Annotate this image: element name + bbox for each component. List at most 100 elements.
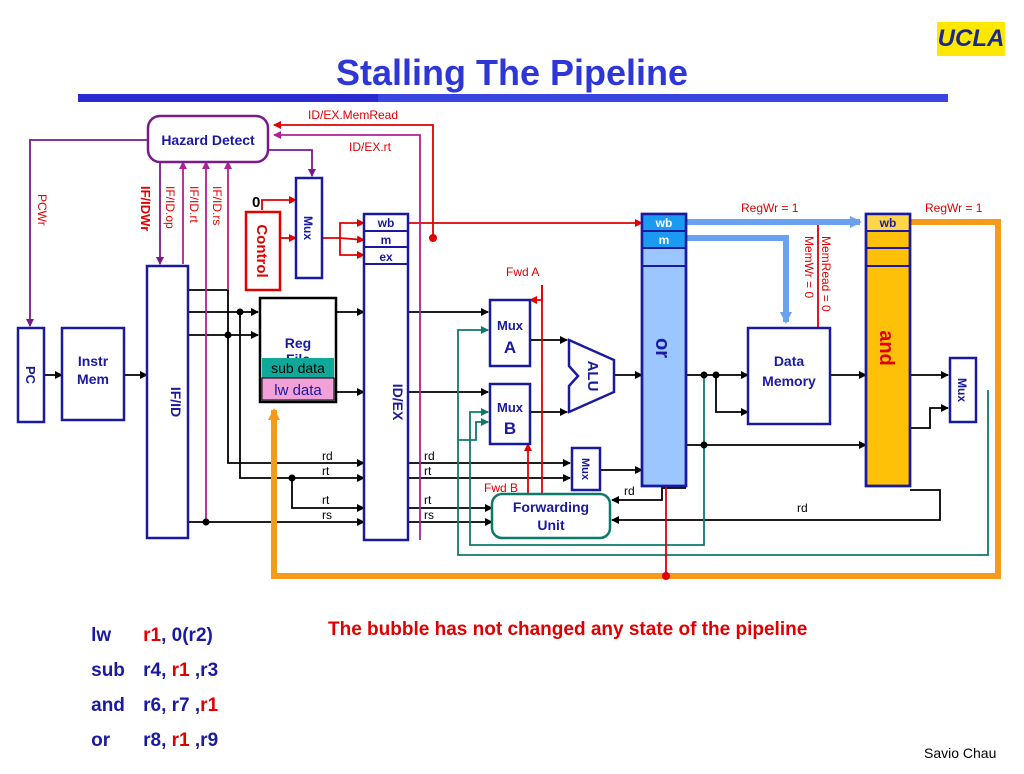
mux-a: Mux A [488, 298, 532, 368]
title-rule [78, 94, 948, 102]
constant-zero: 0 [252, 194, 260, 211]
mux-b: Mux B [488, 382, 532, 446]
control-junctions [429, 234, 670, 580]
instruction-arg: r8, [143, 730, 172, 751]
instruction-row-3: and r6, r7 ,r1 [70, 673, 218, 739]
lw-data-highlight [261, 377, 335, 401]
pcwr-label: PCWr [35, 194, 49, 226]
fwd-a-label: Fwd A [506, 265, 539, 279]
mem-wb-register: wb and [864, 212, 912, 488]
hazard-paths [26, 131, 421, 540]
forward-paths [457, 326, 989, 556]
register-file: Reg File sub data lw data [258, 296, 338, 404]
instr-mem-label-1: Instr [78, 353, 109, 369]
datapath-wires [44, 289, 949, 526]
bubble-note: The bubble has not changed any state of … [328, 619, 808, 640]
forwarding-unit-label-2: Unit [537, 517, 565, 533]
sub-data-highlight [262, 358, 334, 378]
writeback-mux-label: Mux [955, 378, 969, 402]
data-memory-label-1: Data [774, 353, 805, 369]
wire-junctions [202, 308, 720, 526]
instruction-memory: Instr Mem [60, 326, 126, 422]
writeback-mux: Mux [948, 356, 978, 424]
mux-a-label-1: Mux [497, 318, 524, 333]
slide-title: Stalling The Pipeline [335, 52, 689, 93]
forwarding-unit-label-1: Forwarding [513, 499, 589, 515]
id-ex-wb: wb [377, 216, 395, 230]
stall-mux: Mux [294, 176, 324, 280]
ex-mem-m: m [659, 233, 670, 247]
exmem-rd-label: rd [624, 484, 635, 498]
idex-out-rt2: rt [424, 493, 432, 507]
mem-wb-stage-label: and [875, 330, 897, 366]
alu-label: ALU [584, 361, 601, 392]
ifid-op-label: IF/ID.op [163, 186, 177, 229]
regdst-mux-label: Mux [579, 458, 591, 481]
ucla-logo: UCLA [937, 22, 1005, 56]
lw-data-label: lw data [274, 382, 322, 399]
idex-in-rs: rs [322, 508, 332, 522]
instruction-op: sub [91, 660, 125, 681]
instruction-arg: r1 [200, 695, 219, 716]
stall-mux-label: Mux [301, 216, 315, 240]
control-unit: Control [244, 210, 282, 292]
regdst-mux: Mux [570, 446, 602, 492]
instruction-arg: ,r9 [189, 730, 219, 751]
memwb-rd-label: rd [797, 501, 808, 515]
mux-b-label-1: Mux [497, 400, 524, 415]
idex-in-rd: rd [322, 449, 333, 463]
idex-memread-label: ID/EX.MemRead [308, 108, 398, 122]
wb-m-paths [686, 216, 862, 324]
if-id-label: IF/ID [168, 387, 184, 417]
instruction-arg: ,r3 [189, 660, 219, 681]
hazard-detect-label: Hazard Detect [161, 132, 255, 148]
pc-register: PC [16, 326, 46, 424]
ex-mem-stage-label: or [651, 338, 673, 358]
ifid-rt-label: IF/ID.rt [187, 186, 201, 223]
instruction-arg: r6, r7 , [143, 695, 201, 716]
idex-in-rt2: rt [322, 493, 330, 507]
idex-in-rt1: rt [322, 464, 330, 478]
hazard-detect-unit: Hazard Detect [146, 114, 270, 164]
memwr-label: MemWr = 0 [802, 236, 816, 298]
ifidwr-label: IF/IDWr [138, 186, 153, 231]
data-memory-label-2: Memory [762, 373, 816, 389]
idex-out-rt1: rt [424, 464, 432, 478]
instruction-row-1: lw r1, 0(r2) [70, 603, 213, 669]
id-ex-register: wb m ex ID/EX [362, 212, 410, 542]
if-id-register: IF/ID [145, 264, 190, 540]
ex-mem-wb: wb [655, 216, 673, 230]
idex-out-rs: rs [424, 508, 434, 522]
mux-a-label-2: A [504, 338, 516, 357]
instruction-row-2: sub r4, r1 ,r3 [70, 638, 218, 704]
sub-data-label: sub data [271, 360, 325, 376]
forwarding-unit: Forwarding Unit [490, 492, 612, 540]
id-ex-ex: ex [379, 250, 393, 264]
instruction-op: and [91, 695, 125, 716]
instruction-op: lw [91, 625, 112, 646]
alu: ALU [567, 338, 616, 414]
instruction-arg: r1 [143, 625, 162, 646]
author-name: Savio Chau [924, 745, 997, 761]
data-memory: Data Memory [746, 326, 832, 426]
idex-out-rd: rd [424, 449, 435, 463]
instruction-arg: r4, [143, 660, 172, 681]
memread-label: MemRead = 0 [819, 236, 833, 312]
instruction-row-4: or r8, r1 ,r9 [70, 708, 218, 774]
instruction-op: or [91, 730, 111, 751]
instruction-arg: r1 [171, 730, 190, 751]
instruction-arg: r1 [171, 660, 190, 681]
regwr-ex-mem-label: RegWr = 1 [741, 201, 799, 215]
instr-mem-label-2: Mem [77, 371, 109, 387]
regwr-mem-wb-label: RegWr = 1 [925, 201, 983, 215]
id-ex-label: ID/EX [390, 384, 406, 421]
instruction-arg: , 0(r2) [161, 625, 213, 646]
control-label: Control [253, 224, 270, 277]
ex-mem-register: wb m or [640, 212, 688, 488]
id-ex-m: m [381, 233, 392, 247]
mux-b-label-2: B [504, 419, 516, 438]
reg-file-label-1: Reg [285, 335, 311, 351]
ifid-rs-label: IF/ID.rs [210, 186, 224, 225]
